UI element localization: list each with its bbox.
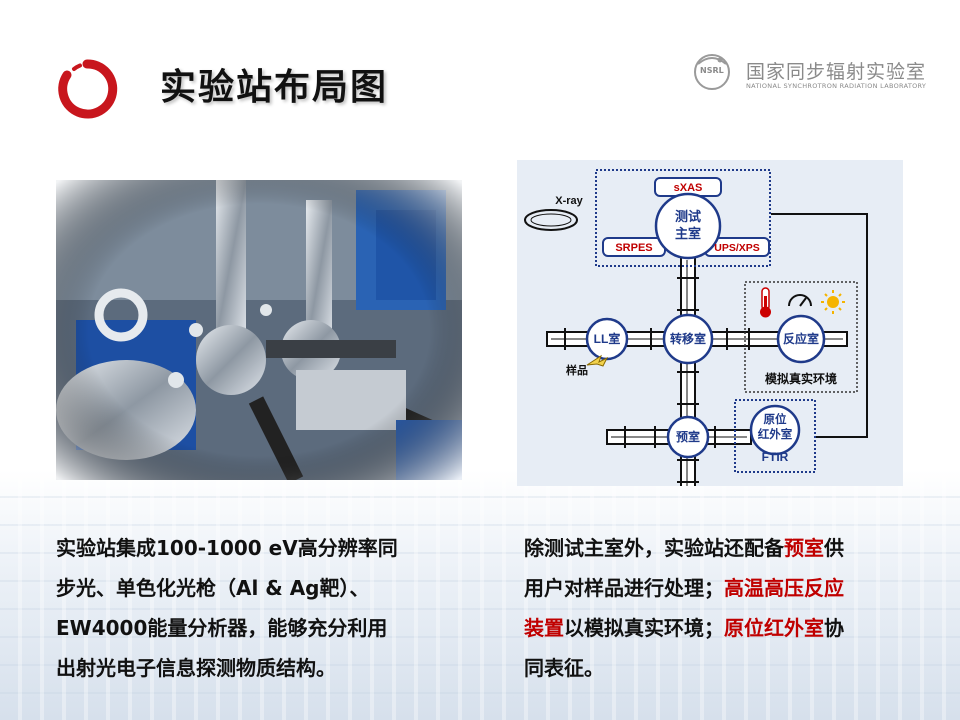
pre-chamber-label: 预室 [676,429,700,444]
right-line-1: 除测试主室外，实验站还配备预室供 [524,536,844,560]
right-line-3: 装置以模拟真实环境；原位红外室协 [524,616,844,640]
left-line-4: 出射光电子信息探测物质结构。 [56,656,336,680]
ftir-label: FTIR [762,450,789,464]
page-title: 实验站布局图 [160,67,389,108]
lab-name-cn: 国家同步辐射实验室 [746,61,927,83]
ring-logo-icon [58,59,118,119]
sxas-label: sXAS [674,182,703,194]
main-chamber-line1: 测试 [675,209,701,224]
ups-xps-label: UPS/XPS [714,242,760,254]
simulated-env-label: 模拟真实环境 [765,371,837,386]
reaction-chamber-label: 反应室 [783,331,819,346]
sample-label: 样品 [566,363,588,377]
left-line-2: 步光、单色化光枪（Al & Ag靶）、 [56,576,370,600]
left-description: 实验站集成100-1000 eV高分辨率同 步光、单色化光枪（Al & Ag靶）… [56,528,466,688]
sun-icon [821,290,845,314]
right-line-2: 用户对样品进行处理；高温高压反应 [524,576,844,600]
highlight-pre-chamber: 预室 [784,536,824,560]
highlight-htp-reactor: 高温高压反应 [724,576,844,600]
station-layout-diagram: X-ray sXAS SRPES UPS/XPS 测试 主室 LL室 转移室 反… [517,160,903,486]
highlight-device: 装置 [524,616,564,640]
highlight-ir-chamber: 原位红外室 [724,616,824,640]
in-situ-ir-line2: 红外室 [758,427,793,441]
pressure-gauge-icon [788,294,812,307]
right-line-4: 同表征。 [524,656,604,680]
transfer-chamber-label: 转移室 [670,331,706,346]
left-line-1: 实验站集成100-1000 eV高分辨率同 [56,536,398,560]
ll-chamber-label: LL室 [594,331,621,346]
thermometer-icon [760,287,771,318]
main-chamber-line2: 主室 [675,226,701,241]
right-description: 除测试主室外，实验站还配备预室供 用户对样品进行处理；高温高压反应 装置以模拟真… [524,528,924,688]
xray-label: X-ray [555,195,583,207]
nsrl-logo-icon [694,54,730,90]
nsrl-abbr: NSRL [700,66,724,75]
experiment-station-photo [56,180,462,480]
srpes-label: SRPES [615,242,652,254]
lab-name-en: NATIONAL SYNCHROTRON RADIATION LABORATOR… [746,82,927,90]
left-line-3: EW4000能量分析器，能够充分利用 [56,616,388,640]
background-cityscape [0,470,960,720]
in-situ-ir-line1: 原位 [764,412,787,426]
